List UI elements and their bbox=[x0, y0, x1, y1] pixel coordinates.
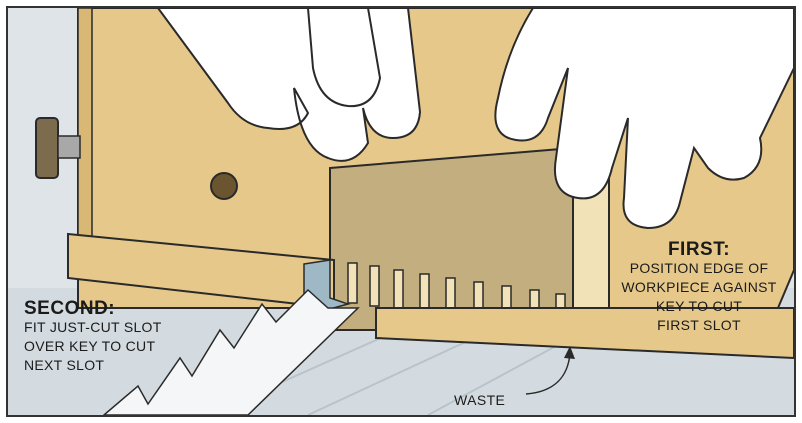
callout-second-line: FIT JUST-CUT SLOT bbox=[24, 318, 214, 337]
callout-second: SECOND: FIT JUST-CUT SLOT OVER KEY TO CU… bbox=[24, 299, 214, 375]
callout-second-line: OVER KEY TO CUT bbox=[24, 337, 214, 356]
callout-waste: WASTE bbox=[454, 391, 505, 410]
slot bbox=[394, 270, 403, 312]
slot bbox=[348, 263, 357, 303]
slot bbox=[370, 266, 379, 306]
callout-first-line: KEY TO CUT bbox=[614, 297, 784, 316]
callout-first-line: POSITION EDGE OF bbox=[614, 259, 784, 278]
callout-second-heading: SECOND: bbox=[24, 299, 214, 318]
callout-first-line: FIRST SLOT bbox=[614, 316, 784, 335]
illustration-frame: FIRST: POSITION EDGE OF WORKPIECE AGAINS… bbox=[6, 6, 796, 417]
knob bbox=[36, 118, 58, 178]
bolt bbox=[58, 136, 80, 158]
callout-first-heading: FIRST: bbox=[614, 240, 784, 259]
fence-edge bbox=[78, 8, 92, 238]
callout-first-line: WORKPIECE AGAINST bbox=[614, 278, 784, 297]
callout-second-line: NEXT SLOT bbox=[24, 356, 214, 375]
fence-hole bbox=[211, 173, 237, 199]
callout-first: FIRST: POSITION EDGE OF WORKPIECE AGAINS… bbox=[614, 240, 784, 335]
